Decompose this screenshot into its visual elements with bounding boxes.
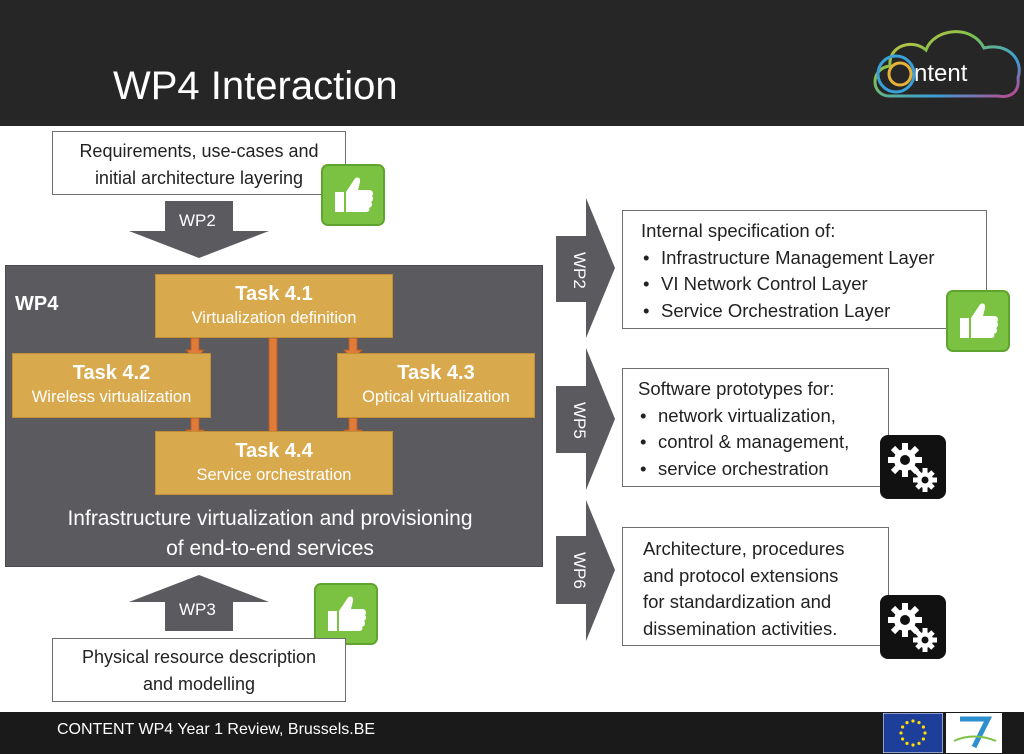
task-4-4-title: Task 4.4	[235, 440, 313, 462]
wp6-standardization-box: Architecture, procedures and protocol ex…	[622, 527, 889, 646]
wp4-label: WP4	[15, 293, 59, 315]
wp6-line1: Architecture, procedures	[643, 538, 845, 559]
list-item: Infrastructure Management Layer	[641, 245, 986, 272]
wp2-down-label: WP2	[179, 211, 216, 230]
gears-icon	[879, 594, 947, 660]
wp2-right-label: WP2	[570, 252, 589, 289]
logo-wordmark: ntent	[914, 60, 968, 87]
wp6-line3: for standardization and	[643, 591, 832, 612]
wp4-summary: Infrastructure virtualization and provis…	[20, 504, 520, 564]
task-4-1-subtitle: Virtualization definition	[191, 309, 357, 327]
gears-icon	[879, 434, 947, 500]
wp3-up-label: WP3	[179, 600, 216, 619]
wp5-prototype-heading: Software prototypes for:	[638, 378, 835, 399]
wp6-line2: and protocol extensions	[643, 564, 839, 586]
list-item: control & management,	[638, 429, 888, 456]
content-logo: ntent	[873, 30, 1021, 98]
wp6-right-arrow	[556, 500, 615, 641]
task-4-1-title: Task 4.1	[235, 283, 313, 305]
list-item: service orchestration	[638, 456, 888, 483]
task-4-2: Task 4.2 Wireless virtualization	[12, 353, 211, 418]
task-4-3: Task 4.3 Optical virtualization	[337, 353, 535, 418]
wp4-summary-line1: Infrastructure virtualization and provis…	[67, 507, 473, 530]
physical-resource-box: Physical resource description and modell…	[52, 638, 346, 702]
list-item: network virtualization,	[638, 403, 888, 430]
task-4-4-subtitle: Service orchestration	[196, 466, 352, 484]
task-4-3-subtitle: Optical virtualization	[362, 388, 510, 406]
footer-bar	[0, 712, 1024, 754]
thumbs-up-icon	[314, 583, 378, 645]
physical-resource-line2: and modelling	[142, 674, 256, 694]
slide-title: WP4 Interaction	[113, 64, 398, 108]
thumbs-up-icon	[321, 164, 385, 226]
wp2-spec-heading: Internal specification of:	[641, 220, 836, 241]
wp6-line4: dissemination activities.	[643, 617, 838, 639]
eu-flag-icon	[883, 713, 943, 753]
task-4-3-title: Task 4.3	[397, 362, 475, 384]
wp5-prototype-list: network virtualization, control & manage…	[638, 403, 888, 483]
requirements-line2: initial architecture layering	[94, 168, 304, 188]
list-item: VI Network Control Layer	[641, 271, 986, 298]
connector-41-44	[262, 337, 284, 443]
wp3-up-arrow	[129, 575, 269, 631]
task-4-2-title: Task 4.2	[72, 362, 151, 384]
physical-resource-line1: Physical resource description	[81, 647, 317, 667]
wp2-spec-box: Internal specification of: Infrastructur…	[622, 210, 987, 329]
wp6-right-label: WP6	[570, 552, 589, 589]
footer-text: CONTENT WP4 Year 1 Review, Brussels.BE	[57, 721, 376, 738]
wp5-prototype-box: Software prototypes for: network virtual…	[622, 368, 889, 487]
header-bar	[0, 0, 1024, 126]
wp2-down-arrow	[129, 201, 269, 258]
seventh-framework-programme-logo	[946, 713, 1002, 753]
task-4-4: Task 4.4 Service orchestration	[155, 431, 393, 495]
wp5-right-arrow	[556, 348, 615, 490]
requirements-line1: Requirements, use-cases and	[79, 141, 319, 161]
wp2-spec-list: Infrastructure Management Layer VI Netwo…	[641, 245, 986, 325]
wp5-right-label: WP5	[570, 402, 589, 439]
thumbs-up-icon	[946, 290, 1010, 352]
wp4-summary-line2: of end-to-end services	[166, 537, 374, 560]
right-arrows	[556, 198, 615, 641]
requirements-box: Requirements, use-cases and initial arch…	[52, 131, 346, 195]
list-item: Service Orchestration Layer	[641, 298, 986, 325]
task-4-1: Task 4.1 Virtualization definition	[155, 274, 393, 338]
task-4-2-subtitle: Wireless virtualization	[31, 388, 192, 406]
wp2-right-arrow	[556, 198, 615, 338]
